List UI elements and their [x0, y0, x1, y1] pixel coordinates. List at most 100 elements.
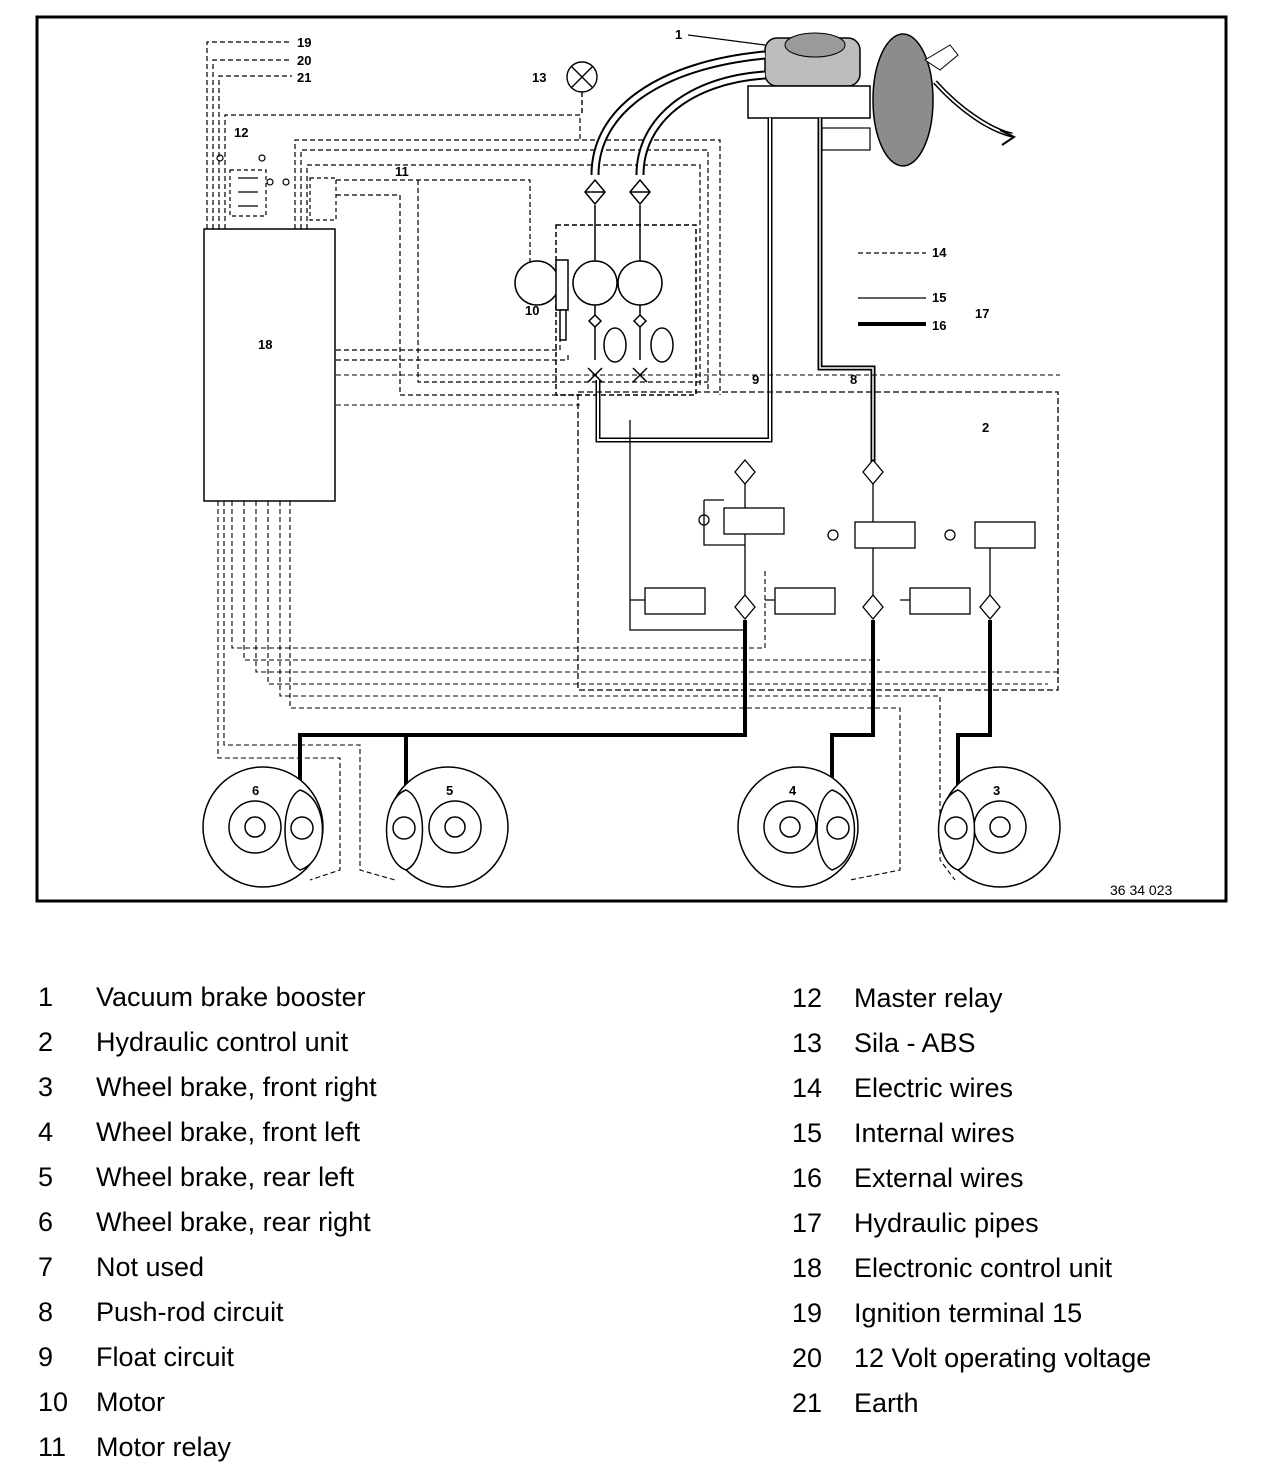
legend-text: Electronic control unit	[854, 1253, 1113, 1283]
legend-item: 1 Vacuum brake booster	[38, 975, 377, 1020]
legend-text: 12 Volt operating voltage	[854, 1343, 1152, 1373]
legend-text: External wires	[854, 1163, 1024, 1193]
legend-text: Master relay	[854, 983, 1003, 1013]
master-relay-symbol	[216, 154, 337, 221]
legend-item: 14 Electric wires	[792, 1066, 1151, 1111]
legend-item: 10 Motor	[38, 1380, 377, 1425]
legend-item: 12 Master relay	[792, 976, 1151, 1021]
hydraulic-control-unit-box	[577, 391, 1059, 691]
legend-number: 8	[38, 1297, 54, 1327]
legend-text: Wheel brake, rear left	[96, 1162, 355, 1192]
motor-symbol	[514, 260, 560, 306]
legend-text: Not used	[96, 1252, 205, 1282]
legend-number: 19	[792, 1298, 823, 1328]
callout-1: 1	[675, 27, 682, 42]
legend-number: 12	[792, 983, 823, 1013]
legend-text: Sila - ABS	[854, 1028, 976, 1058]
legend-text: Push-rod circuit	[96, 1297, 284, 1327]
legend-item: 8 Push-rod circuit	[38, 1290, 377, 1335]
callout-5: 5	[446, 783, 453, 798]
legend-number: 18	[792, 1253, 823, 1283]
legend-number: 16	[792, 1163, 823, 1193]
legend-text: Earth	[854, 1388, 919, 1418]
callout-8: 8	[850, 372, 857, 387]
legend-left-column: 1 Vacuum brake booster 2 Hydraulic control…	[38, 975, 377, 1470]
callout-16: 16	[932, 318, 946, 333]
sila-abs-lamp-icon	[566, 61, 598, 115]
legend-number: 10	[38, 1387, 69, 1417]
callout-13: 13	[532, 70, 546, 85]
legend-number: 17	[792, 1208, 823, 1238]
legend-text: Electric wires	[854, 1073, 1014, 1103]
legend-text: Float circuit	[96, 1342, 235, 1372]
legend-number: 9	[38, 1342, 54, 1372]
callout-12: 12	[234, 125, 248, 140]
legend-number: 3	[38, 1072, 54, 1102]
brake-circuit-lines	[595, 118, 876, 470]
callout-19: 19	[297, 35, 311, 50]
legend-item: 2 Hydraulic control unit	[38, 1020, 377, 1065]
pump-block	[514, 178, 697, 396]
legend-item: 17 Hydraulic pipes	[792, 1201, 1151, 1246]
callout-9: 9	[752, 372, 759, 387]
legend-number: 6	[38, 1207, 54, 1237]
legend-number: 4	[38, 1117, 54, 1147]
legend-number: 15	[792, 1118, 823, 1148]
legend-text: Wheel brake, rear right	[96, 1207, 371, 1237]
legend-text: Vacuum brake booster	[96, 982, 366, 1012]
legend-item: 4 Wheel brake, front left	[38, 1110, 377, 1155]
legend-item: 19 Ignition terminal 15	[792, 1291, 1151, 1336]
legend-right-column: 12 Master relay 13 Sila - ABS 14 Electric w…	[792, 976, 1151, 1426]
legend-number: 20	[792, 1343, 823, 1373]
legend-item: 13 Sila - ABS	[792, 1021, 1151, 1066]
legend-text: Hydraulic control unit	[96, 1027, 349, 1057]
motor-relay-wiring	[336, 179, 708, 396]
line-type-key	[858, 252, 926, 326]
abs-schematic-diagram: 18 19 20 21 12 11 13	[35, 15, 1228, 903]
callout-4: 4	[789, 783, 797, 798]
callout-11: 11	[395, 164, 409, 179]
callout-10: 10	[525, 303, 539, 318]
callout-6: 6	[252, 783, 259, 798]
callout-2: 2	[982, 420, 989, 435]
legend-item: 5 Wheel brake, rear left	[38, 1155, 377, 1200]
external-brake-lines	[298, 620, 992, 790]
legend-number: 5	[38, 1162, 54, 1192]
legend-number: 7	[38, 1252, 54, 1282]
callout-20: 20	[297, 53, 311, 68]
ecu-hcu-wire-bundle	[217, 374, 1060, 881]
legend-text: Wheel brake, front right	[96, 1072, 377, 1102]
wheel-brake-rear-left	[385, 766, 509, 888]
diagram-frame	[35, 15, 1228, 903]
callout-18: 18	[258, 337, 272, 352]
legend-item: 9 Float circuit	[38, 1335, 377, 1380]
legend-text: Hydraulic pipes	[854, 1208, 1039, 1238]
legend-item: 18 Electronic control unit	[792, 1246, 1151, 1291]
legend-number: 13	[792, 1028, 823, 1058]
legend-text: Motor	[96, 1387, 166, 1417]
supply-lines	[206, 41, 721, 395]
callout-15: 15	[932, 290, 946, 305]
legend-item: 20 12 Volt operating voltage	[792, 1336, 1151, 1381]
legend-text: Ignition terminal 15	[854, 1298, 1083, 1328]
callout-14: 14	[932, 245, 947, 260]
legend-text: Motor relay	[96, 1432, 232, 1462]
callout-21: 21	[297, 70, 311, 85]
legend-item: 3 Wheel brake, front right	[38, 1065, 377, 1110]
legend-item: 16 External wires	[792, 1156, 1151, 1201]
solenoid-valves	[629, 420, 1036, 631]
legend-text: Internal wires	[854, 1118, 1015, 1148]
legend-number: 2	[38, 1027, 54, 1057]
legend-number: 14	[792, 1073, 823, 1103]
callout-3: 3	[993, 783, 1000, 798]
callout-17: 17	[975, 306, 989, 321]
electronic-control-unit-box	[203, 228, 336, 502]
wheel-brake-rear-right	[202, 766, 324, 888]
vacuum-brake-booster-symbol	[747, 32, 1016, 167]
legend-text: Wheel brake, front left	[96, 1117, 361, 1147]
legend-number: 1	[38, 982, 54, 1012]
legend-item: 15 Internal wires	[792, 1111, 1151, 1156]
wheel-brake-front-right	[937, 766, 1061, 888]
figure-code: 36 34 023	[1110, 882, 1172, 898]
